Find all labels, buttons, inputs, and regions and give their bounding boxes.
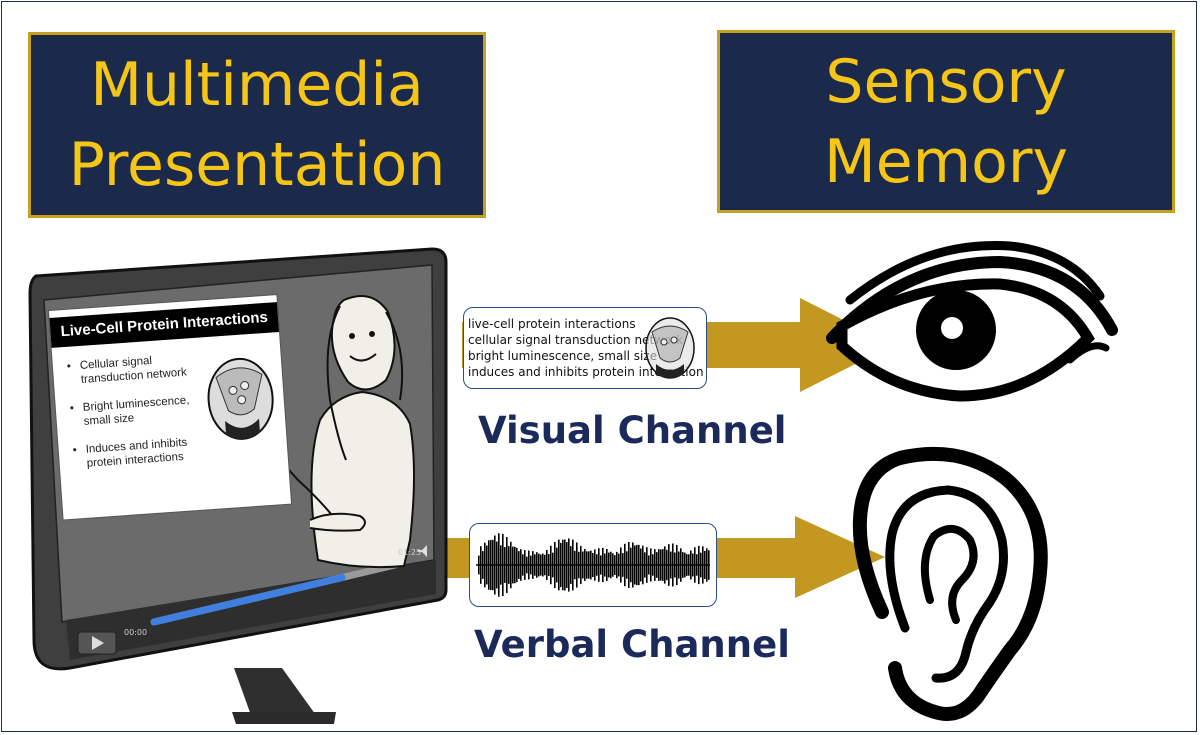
play-icon[interactable]: [77, 631, 117, 655]
slide-bullet-list: Cellular signal transduction network Bri…: [66, 352, 194, 486]
video-time-start: 00:00: [124, 628, 148, 637]
slide-bullet: Bright luminescence, small size: [69, 393, 191, 429]
presenter-figure: [244, 295, 415, 569]
video-control-bar: [66, 560, 436, 660]
slide-title: Live-Cell Protein Interactions: [49, 302, 280, 348]
monitor-stand: [234, 668, 318, 718]
visual-text-line: bright luminescence, small size: [468, 349, 658, 363]
visual-text-lines: live-cell protein interactions cellular …: [468, 316, 704, 380]
presentation-slide: Live-Cell Protein Interactions Cellular …: [49, 295, 292, 520]
verbal-channel-label: Verbal Channel: [474, 623, 790, 666]
video-time-end: 01:25: [398, 548, 422, 557]
waveform-icon: [476, 533, 710, 597]
visual-text-line: cellular signal transduction network: [468, 333, 684, 347]
video-progress-bar[interactable]: [150, 574, 346, 626]
verbal-channel-card: [469, 523, 717, 607]
cell-icon: [645, 317, 695, 379]
sensory-memory-box: Sensory Memory: [717, 30, 1175, 213]
multimedia-presentation-title: Multimedia Presentation: [68, 50, 446, 200]
visual-channel-card: live-cell protein interactions cellular …: [463, 307, 707, 389]
slide-bullet: Induces and inhibits protein interaction…: [72, 435, 194, 471]
visual-channel-label: Visual Channel: [478, 409, 787, 452]
sensory-memory-title: Sensory Memory: [823, 46, 1068, 197]
multimedia-presentation-box: Multimedia Presentation: [28, 32, 486, 218]
visual-text-line: induces and inhibits protein interaction: [468, 365, 704, 379]
volume-icon[interactable]: [418, 545, 427, 557]
cell-icon: [207, 357, 274, 440]
slide-bullet: Cellular signal transduction network: [66, 352, 188, 388]
visual-text-line: live-cell protein interactions: [468, 317, 636, 331]
